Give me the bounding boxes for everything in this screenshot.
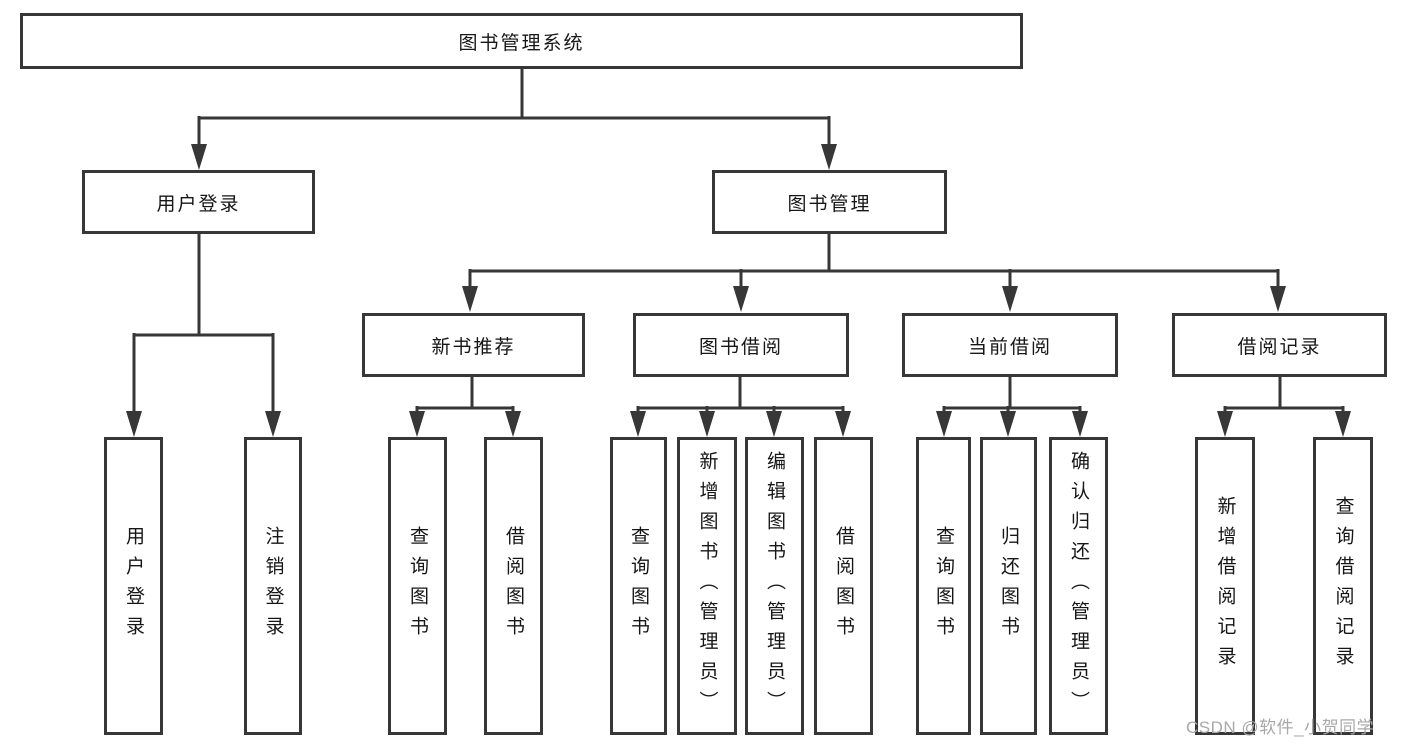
leaf-query-borrow-record: 查询借阅记录 xyxy=(1313,437,1373,735)
connector-borrow-split xyxy=(636,374,845,419)
node-borrowing-records: 借阅记录 xyxy=(1172,313,1387,377)
connector-recommend-split xyxy=(415,374,515,419)
leaf-return-book: 归还图书 xyxy=(980,437,1037,735)
connector-management-split xyxy=(468,231,1280,292)
leaf-confirm-return-admin: 确认归还（管理员） xyxy=(1049,437,1108,735)
connector-records-split xyxy=(1223,374,1345,419)
leaf-add-borrow-record: 新增借阅记录 xyxy=(1195,437,1255,735)
node-user-login: 用户登录 xyxy=(82,170,315,234)
node-new-book-recommendation: 新书推荐 xyxy=(362,313,585,377)
leaf-query-books-current: 查询图书 xyxy=(916,437,971,735)
node-book-borrowing: 图书借阅 xyxy=(633,313,849,377)
leaf-query-books-recommend: 查询图书 xyxy=(388,437,447,735)
leaf-edit-book-admin: 编辑图书（管理员） xyxy=(745,437,804,735)
watermark: CSDN @软件_小贺同学 xyxy=(1186,718,1375,737)
leaf-add-book-admin: 新增图书（管理员） xyxy=(677,437,737,735)
node-book-management: 图书管理 xyxy=(712,170,947,234)
leaf-borrow-books-recommend: 借阅图书 xyxy=(484,437,543,735)
node-root-system: 图书管理系统 xyxy=(20,13,1023,69)
connector-root-split xyxy=(197,66,831,150)
leaf-logout: 注销登录 xyxy=(244,437,302,735)
node-current-borrowing: 当前借阅 xyxy=(902,313,1118,377)
leaf-user-login: 用户登录 xyxy=(104,437,163,735)
connector-login-split xyxy=(132,231,275,419)
leaf-query-books-borrow: 查询图书 xyxy=(610,437,667,735)
leaf-borrow-books: 借阅图书 xyxy=(814,437,873,735)
